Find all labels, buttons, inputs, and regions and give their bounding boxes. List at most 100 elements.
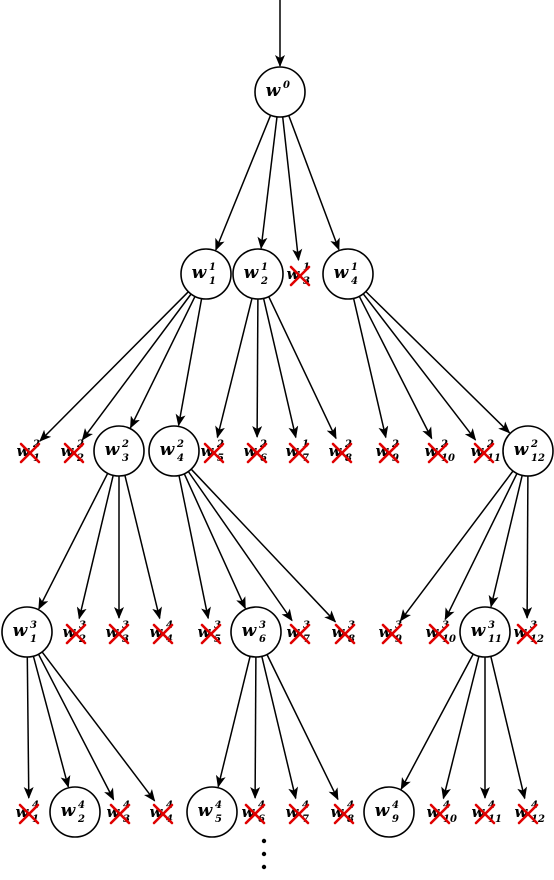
node-label-base: w bbox=[244, 263, 260, 283]
node-label: w bbox=[471, 621, 487, 641]
edge-l2n12-to-l3n11 bbox=[488, 475, 523, 608]
edge-r-to-l1n1 bbox=[215, 114, 272, 251]
node-label-subscript: 12 bbox=[531, 453, 545, 464]
node-label-superscript: 4 bbox=[443, 800, 450, 811]
node-label-superscript: 2 bbox=[176, 439, 184, 450]
node-circle bbox=[322, 248, 374, 300]
pruned-node-l2n6: w26 bbox=[244, 439, 268, 464]
pruned-cross-icon bbox=[516, 623, 538, 645]
node-label-superscript: 3 bbox=[79, 620, 86, 631]
edge-l3n1-to-l4n3 bbox=[37, 653, 115, 801]
node-label-subscript: 5 bbox=[215, 814, 222, 825]
node-label-subscript: 10 bbox=[443, 814, 457, 825]
ellipsis-dot-1 bbox=[261, 838, 267, 844]
node-label-superscript: 3 bbox=[259, 620, 266, 631]
node-label: w bbox=[105, 440, 121, 460]
node-label: w bbox=[244, 263, 260, 283]
node-label-superscript: 4 bbox=[531, 800, 538, 811]
node-label-superscript: 4 bbox=[166, 800, 173, 811]
node-label-superscript: 3 bbox=[488, 620, 495, 631]
node-label-superscript: 4 bbox=[347, 800, 354, 811]
node-label: w bbox=[192, 263, 208, 283]
node-label-superscript: 1 bbox=[302, 439, 309, 450]
edge-l1n4-to-l2n10 bbox=[358, 295, 433, 440]
pruned-cross-icon bbox=[331, 442, 353, 464]
pruned-cross-icon bbox=[517, 803, 539, 825]
node-label-subscript: 6 bbox=[259, 634, 266, 645]
edge-l2n3-to-l3n1 bbox=[38, 472, 109, 610]
node-label-subscript: 10 bbox=[442, 634, 456, 645]
pruned-node-l3n5: w35 bbox=[198, 620, 222, 645]
node-label-base: w bbox=[514, 440, 530, 460]
edge-l1n2-to-l2n8 bbox=[268, 296, 337, 440]
node-circle bbox=[502, 425, 554, 477]
node-label-subscript: 1 bbox=[30, 634, 37, 645]
pruned-node-l2n2: w22 bbox=[61, 439, 85, 464]
pruned-cross-icon bbox=[244, 803, 266, 825]
pruned-node-l2n1: w21 bbox=[17, 439, 41, 464]
node-label-superscript: 2 bbox=[259, 439, 267, 450]
edge-l2n4-to-l3n5 bbox=[178, 475, 211, 620]
node-label-subscript: 2 bbox=[260, 276, 268, 287]
pruned-node-l2n8: w28 bbox=[329, 439, 353, 464]
node-label-superscript: 3 bbox=[214, 620, 221, 631]
pruned-node-l3n9: w39 bbox=[379, 620, 403, 645]
pruned-cross-icon bbox=[108, 623, 130, 645]
pruned-node-l4n1: w41 bbox=[16, 800, 40, 825]
edge-l3n6-to-l4n7 bbox=[261, 656, 299, 800]
pruned-node-l4n6: w46 bbox=[242, 800, 266, 825]
node-label-superscript: 3 bbox=[442, 620, 449, 631]
ellipsis-dot-3 bbox=[261, 864, 267, 870]
pruned-node-l3n8: w38 bbox=[332, 620, 356, 645]
pruned-cross-icon bbox=[246, 442, 268, 464]
node-label-subscript: 1 bbox=[209, 276, 216, 287]
node-label-subscript: 3 bbox=[122, 453, 129, 464]
node-label-superscript: 1 bbox=[303, 262, 310, 273]
node-label: w bbox=[160, 440, 176, 460]
node-circle bbox=[180, 248, 232, 300]
edge-l2n12-to-l3n10 bbox=[444, 473, 518, 621]
edge-l1n2-to-l2n6 bbox=[252, 298, 263, 438]
edge-l2n4-to-l3n8 bbox=[190, 468, 337, 623]
node-label: w bbox=[375, 801, 391, 821]
node-label-superscript: 3 bbox=[530, 620, 537, 631]
node-label-superscript: 2 bbox=[216, 439, 224, 450]
node-label-superscript: 2 bbox=[121, 439, 129, 450]
pruned-cross-icon bbox=[289, 623, 311, 645]
node-label-superscript: 4 bbox=[392, 800, 399, 811]
node-label-subscript: 11 bbox=[488, 634, 502, 645]
edge-r-to-l1n3 bbox=[281, 116, 303, 262]
edge-r-to-l1n4 bbox=[287, 115, 340, 251]
node-label-base: w bbox=[105, 440, 121, 460]
node-label-base: w bbox=[266, 81, 282, 101]
node-circle bbox=[232, 248, 284, 300]
node-label-subscript: 4 bbox=[351, 276, 358, 287]
node-label-superscript: 2 bbox=[344, 439, 352, 450]
pruned-cross-icon bbox=[289, 265, 311, 287]
edge-l2n12-to-l3n12 bbox=[522, 475, 533, 619]
node-label-base: w bbox=[242, 621, 258, 641]
node-label-base: w bbox=[334, 263, 350, 283]
edge-l2n3-to-l3n2 bbox=[76, 475, 114, 620]
pruned-cross-icon bbox=[109, 803, 131, 825]
node-label-superscript: 4 bbox=[123, 800, 130, 811]
node-label-superscript: 3 bbox=[122, 620, 129, 631]
pruned-node-l2n7: w17 bbox=[286, 439, 310, 464]
pruned-cross-icon bbox=[203, 442, 225, 464]
ellipsis-dot-2 bbox=[261, 851, 267, 857]
pruned-cross-icon bbox=[18, 803, 40, 825]
edge-l3n11-to-l4n9 bbox=[400, 653, 474, 790]
edge-l3n1-to-l4n1 bbox=[23, 656, 34, 799]
node-label-superscript: 2 bbox=[486, 439, 494, 450]
edge-l2n12-to-l3n9 bbox=[399, 470, 514, 622]
node-label-subscript: 2 bbox=[77, 814, 85, 825]
pruned-node-l4n7: w47 bbox=[286, 800, 310, 825]
edge-l2n4-to-l3n7 bbox=[187, 471, 293, 622]
node-label-superscript: 4 bbox=[215, 800, 222, 811]
